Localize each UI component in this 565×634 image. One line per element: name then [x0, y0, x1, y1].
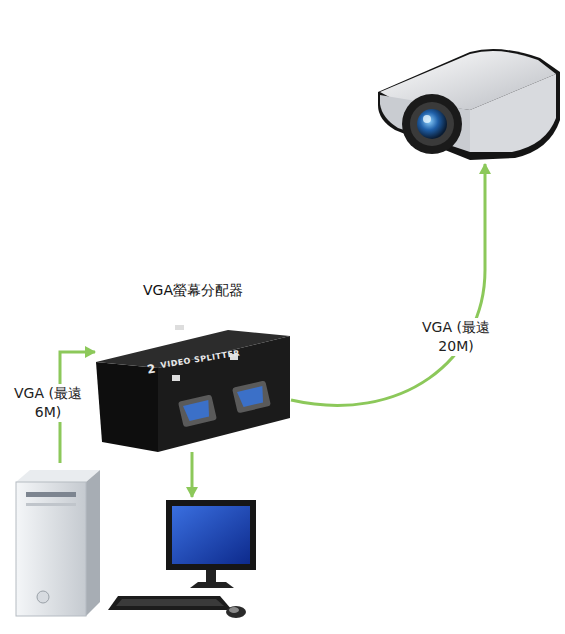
vga-cable [291, 164, 485, 405]
cable-label: VGA (最遠20M) [412, 318, 500, 356]
computer-node [15, 463, 103, 618]
vga-splitter-icon [96, 325, 290, 452]
computer-icon [16, 470, 100, 616]
projector-node [372, 46, 562, 160]
node-heading: VGA螢幕分配器 [95, 282, 291, 300]
vga-cable [191, 452, 194, 497]
cable-label: VGA (最遠6M) [6, 384, 90, 422]
monitor-icon [108, 500, 256, 618]
projector-icon [378, 49, 560, 160]
splitter-node: VGA螢幕分配器 [95, 282, 291, 452]
monitor-node [106, 497, 256, 622]
